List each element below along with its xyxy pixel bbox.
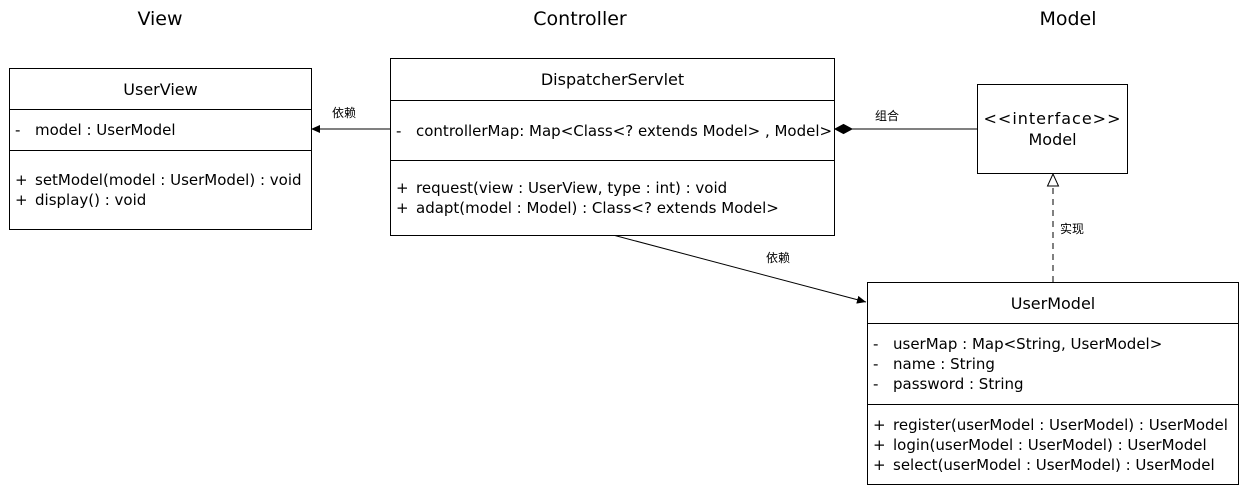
attribute-row: - model : UserModel — [15, 120, 311, 140]
view-heading: View — [137, 8, 183, 30]
visibility-marker: - — [873, 355, 879, 373]
visibility-marker: + — [396, 179, 409, 197]
method-text: setModel(model : UserModel) : void — [35, 171, 302, 189]
method-text: display() : void — [35, 191, 147, 209]
controller-heading: Controller — [533, 8, 627, 30]
attribute-text: model : UserModel — [35, 121, 176, 139]
class-name: DispatcherServlet — [391, 59, 834, 101]
visibility-marker: + — [15, 191, 28, 209]
method-row: + register(userModel : UserModel) : User… — [873, 415, 1238, 435]
interface-name: Model — [1028, 130, 1077, 149]
composition-label: 组合 — [875, 109, 900, 123]
attribute-row: - password : String — [873, 374, 1238, 394]
method-row: + adapt(model : Model) : Class<? extends… — [396, 198, 834, 218]
realization-label: 实现 — [1060, 222, 1085, 236]
attribute-text: controllerMap: Map<Class<? extends Model… — [416, 121, 833, 140]
attribute-row: - controllerMap: Map<Class<? extends Mod… — [396, 121, 834, 141]
dependency-label-view: 依赖 — [332, 106, 357, 120]
model-interface-box: <<interface>> Model — [977, 84, 1128, 174]
visibility-marker: + — [873, 415, 886, 434]
method-row: + select(userModel : UserModel) : UserMo… — [873, 455, 1238, 475]
method-section: + setModel(model : UserModel) : void + d… — [10, 151, 311, 229]
attribute-row: - name : String — [873, 354, 1238, 374]
class-name: UserModel — [868, 283, 1238, 324]
method-text: login(userModel : UserModel) : UserModel — [893, 435, 1207, 454]
dispatcherservlet-class: DispatcherServlet - controllerMap: Map<C… — [390, 58, 835, 236]
method-section: + request(view : UserView, type : int) :… — [391, 161, 834, 235]
dependency-line-usermodel — [612, 234, 867, 304]
method-text: select(userModel : UserModel) : UserMode… — [893, 455, 1215, 474]
class-name: UserView — [10, 69, 311, 110]
model-heading: Model — [1039, 8, 1097, 30]
visibility-marker: + — [15, 171, 28, 189]
attribute-section: - controllerMap: Map<Class<? extends Mod… — [391, 101, 834, 161]
visibility-marker: - — [873, 375, 879, 393]
method-text: request(view : UserView, type : int) : v… — [416, 179, 728, 197]
visibility-marker: - — [396, 121, 402, 140]
attribute-text: userMap : Map<String, UserModel> — [893, 335, 1163, 353]
method-row: + login(userModel : UserModel) : UserMod… — [873, 435, 1238, 455]
dependency-label-usermodel: 依赖 — [766, 251, 791, 265]
method-row: + setModel(model : UserModel) : void — [15, 170, 311, 190]
usermodel-class: UserModel - userMap : Map<String, UserMo… — [867, 282, 1239, 485]
method-section: + register(userModel : UserModel) : User… — [868, 405, 1238, 484]
visibility-marker: + — [873, 435, 886, 454]
interface-stereotype: <<interface>> — [983, 109, 1122, 128]
method-row: + request(view : UserView, type : int) :… — [396, 178, 834, 198]
attribute-text: password : String — [893, 375, 1024, 393]
visibility-marker: - — [15, 121, 21, 139]
attribute-section: - model : UserModel — [10, 110, 311, 151]
realization-triangle — [1046, 172, 1060, 187]
method-text: adapt(model : Model) : Class<? extends M… — [416, 199, 779, 217]
method-text: register(userModel : UserModel) : UserMo… — [893, 415, 1228, 434]
attribute-section: - userMap : Map<String, UserModel> - nam… — [868, 324, 1238, 405]
visibility-marker: + — [873, 455, 886, 474]
attribute-text: name : String — [893, 355, 995, 373]
method-row: + display() : void — [15, 190, 311, 210]
visibility-marker: - — [873, 335, 879, 353]
visibility-marker: + — [396, 199, 409, 217]
userview-class: UserView - model : UserModel + setModel(… — [9, 68, 312, 230]
attribute-row: - userMap : Map<String, UserModel> — [873, 334, 1238, 354]
composition-diamond — [833, 123, 854, 135]
